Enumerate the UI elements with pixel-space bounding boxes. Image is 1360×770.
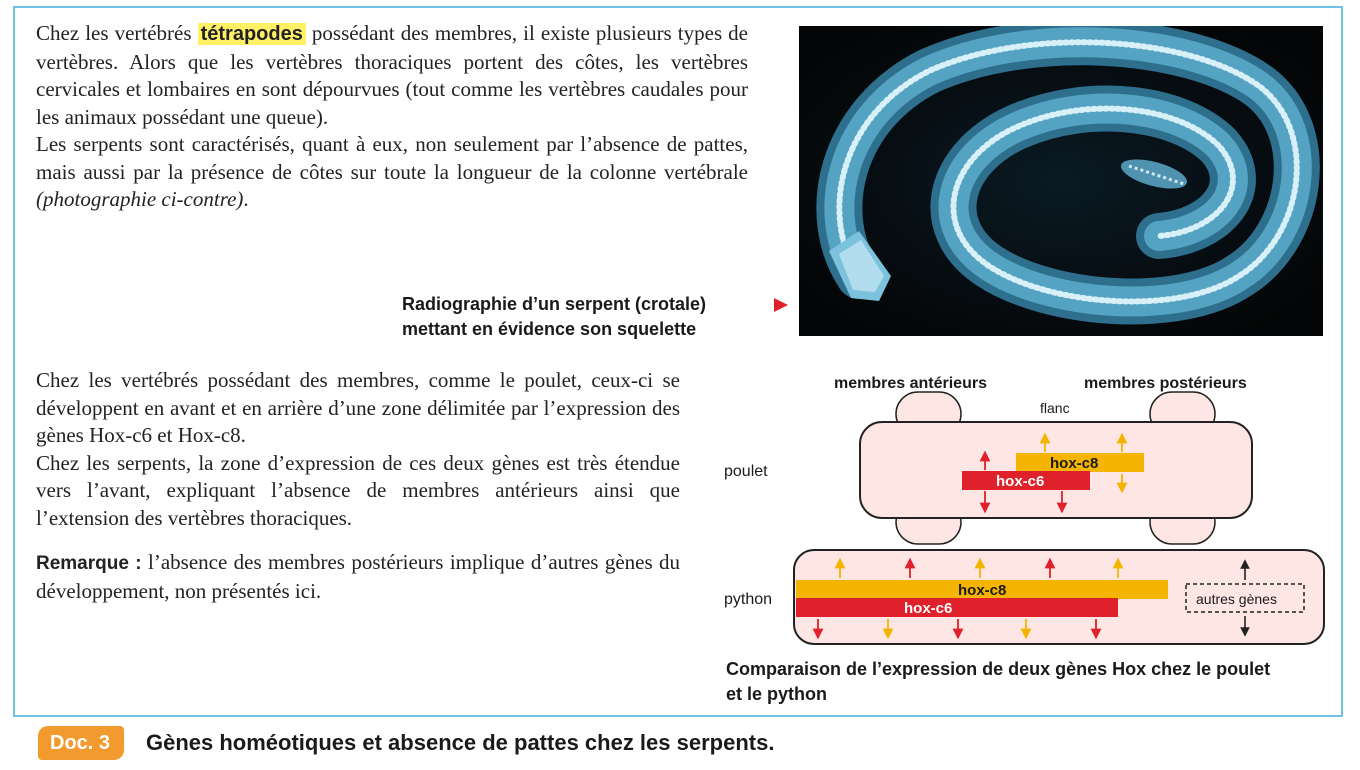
chicken-hox-c6-label: hox-c6 [996,473,1044,490]
python-hox-c6-label: hox-c6 [904,600,952,617]
explanation-paragraph: Chez les vertébrés possédant des membres… [36,368,680,530]
doc-badge: Doc. 3 [38,726,125,760]
snake-xray-image [799,26,1323,336]
python-hox-c8-bar [796,580,1168,599]
diagram-caption: Comparaison de l’expression de deux gène… [726,659,1271,704]
remark-label: Remarque : [36,553,142,574]
xray-caption: Radiographie d’un serpent (crotale) mett… [402,292,792,342]
hox-expression-diagram: membres antérieurs membres postérieurs f… [720,368,1340,658]
chicken-hox-c6-bar [962,471,1090,490]
python-hox-c6-bar [796,598,1118,617]
doc-title: Gènes homéotiques et absence de pattes c… [146,730,775,755]
label-hind-limbs: membres postérieurs [1084,375,1247,392]
python-hox-c8-label: hox-c8 [958,582,1006,599]
intro-paragraph: Chez les vertébrés tétrapodes possédant … [36,21,748,211]
label-front-limbs: membres antérieurs [834,375,987,392]
pointer-triangle-icon [774,298,788,312]
chicken-hox-c8-label: hox-c8 [1050,455,1098,472]
label-python: python [724,591,772,608]
remark-paragraph: Remarque : l’absence des membres postéri… [36,550,680,603]
other-genes-box [1185,583,1305,613]
label-flank: flanc [1040,400,1070,416]
chicken-hox-c8-bar [1016,453,1144,472]
other-genes-label: autres gènes [1196,591,1277,607]
label-chicken: poulet [724,463,768,480]
highlight-tetrapodes: tétrapodes [197,23,306,45]
